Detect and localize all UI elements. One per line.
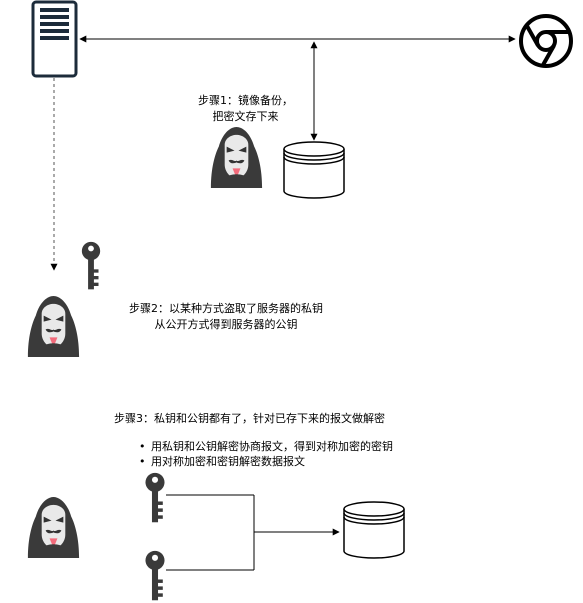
hacker-icon [210, 126, 263, 188]
step3-title: 步骤3：私钥和公钥都有了，针对已存下来的报文做解密 [114, 412, 385, 425]
step1-label: 步骤1：镜像备份， 把密文存下来 [188, 93, 303, 125]
step1-line2: 把密文存下来 [212, 110, 279, 123]
step3-bullet-1: 用私钥和公钥解密协商报文，得到对称加密的密钥 [137, 439, 393, 454]
key-icon [145, 550, 165, 601]
key-icon [145, 472, 165, 523]
key-icon [81, 241, 101, 290]
keys-connector [166, 494, 255, 571]
database-icon [283, 141, 345, 199]
step1-line1: 步骤1：镜像备份， [198, 94, 293, 107]
hacker-icon [27, 496, 80, 558]
step2-line2: 从公开方式得到服务器的公钥 [154, 318, 298, 331]
step2-label: 步骤2：以某种方式盗取了服务器的私钥 从公开方式得到服务器的公钥 [111, 301, 341, 333]
step2-line1: 步骤2：以某种方式盗取了服务器的私钥 [129, 302, 323, 315]
database-icon [343, 501, 405, 559]
server-icon [31, 0, 78, 78]
hacker-icon [27, 295, 80, 357]
chrome-browser-icon [519, 14, 573, 68]
step3-bullet-2: 用对称加密和密钥解密数据报文 [137, 454, 393, 469]
step3-bullets: 用私钥和公钥解密协商报文，得到对称加密的密钥 用对称加密和密钥解密数据报文 [137, 439, 393, 469]
